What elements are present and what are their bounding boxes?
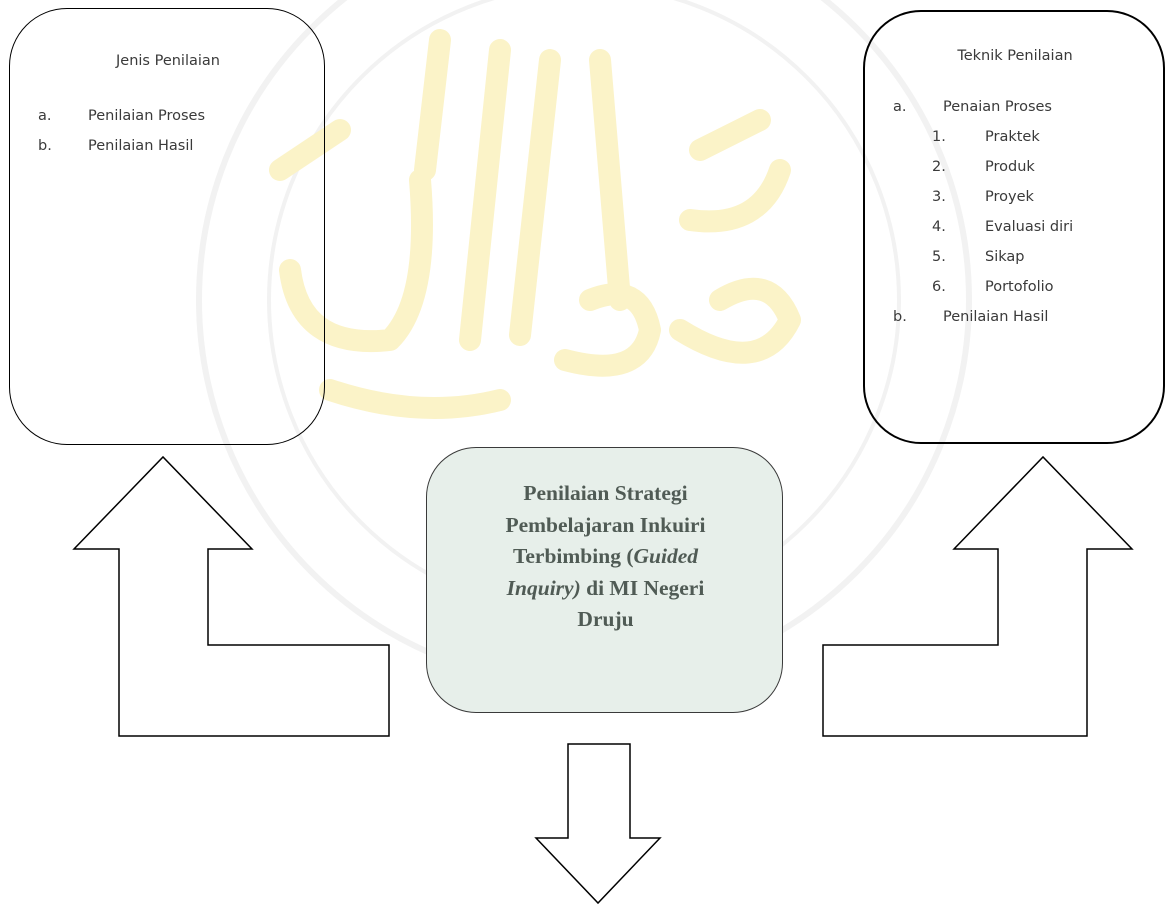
list-marker: 6. [932,279,946,295]
teknik-penilaian-box: Teknik Penilaian a. Penaian Proses 1. Pr… [863,10,1165,444]
arrow-up-left [72,455,390,737]
center-line-4-italic: Inquiry) [506,575,581,600]
center-line-1: Penilaian Strategi [523,481,688,505]
list-marker: 3. [932,189,946,205]
center-line-4: Inquiry) di MI Negeri [427,573,784,605]
list-marker: 1. [932,129,946,145]
list-text: Penilaian Hasil [88,138,194,154]
jenis-penilaian-box: Jenis Penilaian a. Penilaian Proses b. P… [9,8,325,445]
list-text: Praktek [985,129,1040,145]
list-text: Penilaian Hasil [943,309,1049,325]
list-marker: b. [38,138,52,154]
list-marker: a. [38,108,52,124]
strategi-penilaian-box: Penilaian Strategi Pembelajaran Inkuiri … [426,447,783,713]
center-heading: Penilaian Strategi Pembelajaran Inkuiri … [427,478,784,636]
list-marker: 5. [932,249,946,265]
list-text: Proyek [985,189,1034,205]
list-text: Evaluasi diri [985,219,1074,235]
list-text: Sikap [985,249,1025,265]
jenis-penilaian-title: Jenis Penilaian [116,53,220,69]
arrow-down [534,743,662,905]
teknik-penilaian-title: Teknik Penilaian [957,48,1073,64]
list-text: Produk [985,159,1035,175]
arrow-up-right [822,455,1134,737]
list-marker: 2. [932,159,946,175]
center-line-2: Pembelajaran Inkuiri [505,512,706,537]
list-marker: b. [893,309,907,325]
center-line-3-italic: Guided [633,544,698,568]
center-line-5: Druju [577,607,634,631]
center-line-3: Terbimbing (Guided [427,541,784,573]
list-text: Penilaian Proses [88,108,206,124]
list-marker: 4. [932,219,946,235]
center-line-4-text: di MI Negeri [580,575,705,600]
list-marker: a. [893,99,907,115]
center-line-3-text: Terbimbing ( [513,544,634,568]
list-text: Penaian Proses [943,99,1052,115]
list-text: Portofolio [985,279,1054,295]
